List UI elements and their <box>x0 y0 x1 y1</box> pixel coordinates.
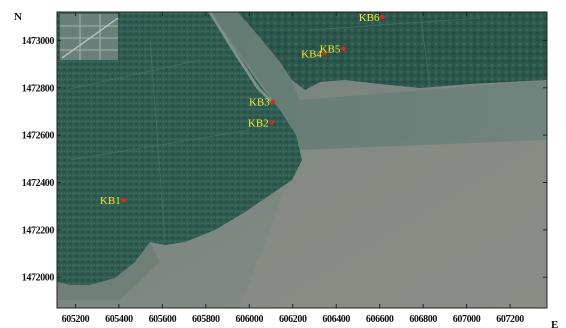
x-tick-label: 606000 <box>236 314 264 325</box>
mangrove-forest-west <box>57 12 302 285</box>
y-tick-label: 1472400 <box>22 178 55 189</box>
site-label: KB3 <box>249 97 270 109</box>
site-label: KB4 <box>301 48 322 60</box>
grid-ticks <box>57 12 547 308</box>
tidal-flat <box>240 128 547 308</box>
site-label: KB6 <box>359 12 380 24</box>
y-tick-label: 1472600 <box>22 131 55 142</box>
x-tick-label: 605800 <box>192 314 220 325</box>
x-tick-label: 606800 <box>409 314 437 325</box>
y-tick-label: 1472200 <box>22 225 55 236</box>
map-frame <box>56 11 548 309</box>
x-tick-label: 606200 <box>279 314 307 325</box>
mangrove-forest-east <box>238 12 547 90</box>
x-tick-label: 605600 <box>149 314 177 325</box>
aquaculture-ponds <box>60 14 119 60</box>
y-tick-label: 1472000 <box>22 273 55 284</box>
site-marker[interactable] <box>341 46 346 51</box>
coordinate-labels: 605200 605400 605600 605800 606000 606200 6064… <box>22 36 525 325</box>
north-letter: N <box>14 11 22 23</box>
site-label: KB5 <box>320 44 341 56</box>
site-marker[interactable] <box>322 51 328 56</box>
imagery-layer <box>57 12 547 308</box>
east-letter: E <box>551 319 558 328</box>
site-marker[interactable] <box>121 197 126 203</box>
site-marker[interactable] <box>269 120 274 125</box>
site-label: KB1 <box>100 195 121 207</box>
tidal-channel <box>210 12 547 150</box>
x-tick-label: 605200 <box>62 314 90 325</box>
creek <box>208 12 274 104</box>
forest-tracks <box>64 12 481 241</box>
y-tick-label: 1472800 <box>22 83 55 94</box>
x-tick-label: 607000 <box>453 314 481 325</box>
x-tick-label: 606600 <box>366 314 394 325</box>
x-tick-label: 605400 <box>105 314 133 325</box>
y-tick-label: 1473000 <box>22 36 55 47</box>
site-marker[interactable] <box>380 14 385 20</box>
x-tick-label: 607200 <box>496 314 524 325</box>
site-marker[interactable] <box>270 99 275 104</box>
site-label: KB2 <box>248 117 269 129</box>
x-tick-label: 606400 <box>322 314 350 325</box>
